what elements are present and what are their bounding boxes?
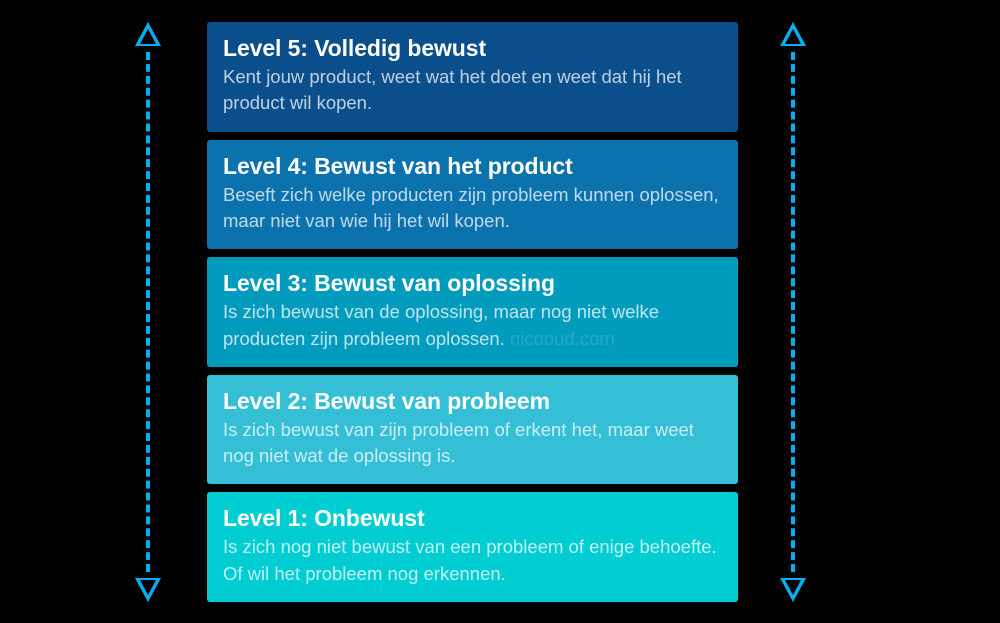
- level-description-text: Is zich bewust van zijn probleem of erke…: [223, 418, 694, 467]
- level-description: Beseft zich welke producten zijn problee…: [223, 182, 722, 235]
- level-band-4: Level 4: Bewust van het product Beseft z…: [207, 139, 738, 250]
- level-description: Is zich bewust van de oplossing, maar no…: [223, 299, 722, 352]
- axis-left: [128, 22, 168, 602]
- level-description-text: Kent jouw product, weet wat het doet en …: [223, 66, 682, 114]
- level-band-2: Level 2: Bewust van probleem Is zich bew…: [207, 374, 738, 485]
- axis-right: [773, 22, 813, 602]
- awareness-levels-stack: Level 5: Volledig bewust Kent jouw produ…: [207, 22, 738, 602]
- axis-dashed-line: [791, 52, 795, 572]
- level-title: Level 4: Bewust van het product: [223, 152, 573, 179]
- level-description-text: Is zich bewust van de oplossing, maar no…: [223, 301, 660, 349]
- watermark: nicooud.com: [509, 327, 615, 349]
- level-description: Is zich nog niet bewust van een probleem…: [223, 534, 722, 587]
- level-band-3: Level 3: Bewust van oplossing Is zich be…: [207, 257, 738, 367]
- triangle-down-icon: [135, 578, 161, 602]
- level-title: Level 2: Bewust van probleem: [223, 387, 550, 414]
- level-description-text: Is zich nog niet bewust van een probleem…: [223, 536, 717, 584]
- level-band-1: Level 1: Onbewust Is zich nog niet bewus…: [207, 492, 738, 602]
- triangle-up-icon: [135, 22, 161, 46]
- level-title: Level 3: Bewust van oplossing: [223, 270, 555, 297]
- level-band-5: Level 5: Volledig bewust Kent jouw produ…: [207, 22, 738, 132]
- level-title: Level 5: Volledig bewust: [223, 35, 487, 61]
- axis-dashed-line: [146, 52, 150, 572]
- triangle-down-icon: [780, 578, 806, 602]
- level-title: Level 1: Onbewust: [223, 505, 425, 532]
- level-description: Kent jouw product, weet wat het doet en …: [223, 64, 722, 117]
- triangle-up-icon: [780, 22, 806, 46]
- level-description: Is zich bewust van zijn probleem of erke…: [223, 417, 722, 470]
- level-description-text: Beseft zich welke producten zijn problee…: [223, 183, 719, 231]
